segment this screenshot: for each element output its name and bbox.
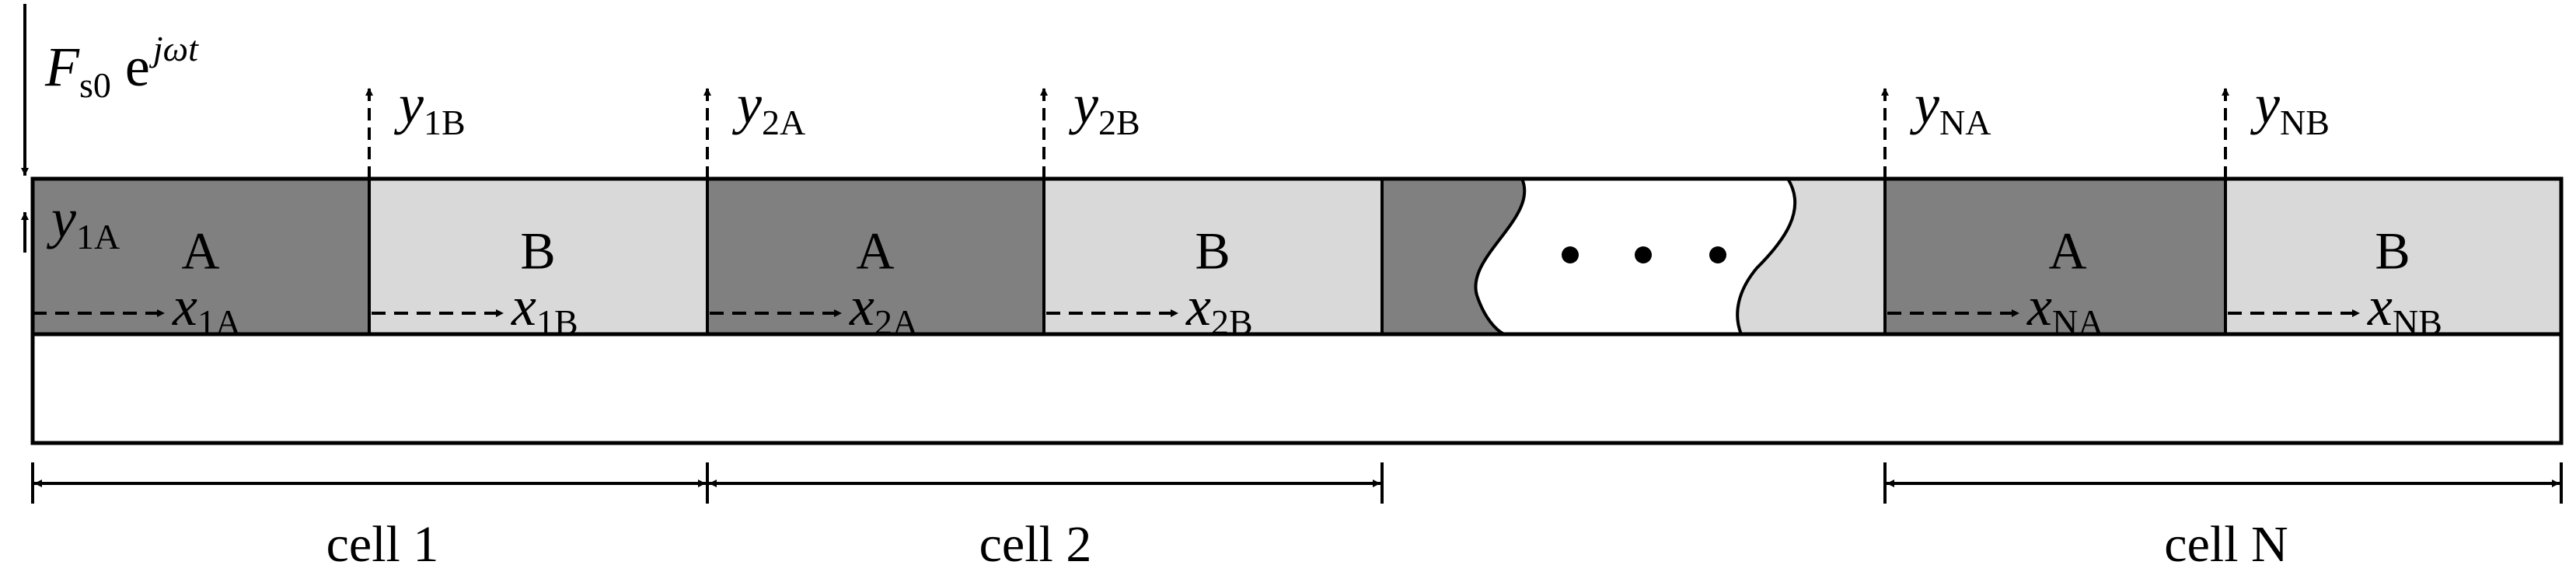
ellipsis-dot-2: [1635, 246, 1652, 263]
x-label-1b: x1B: [511, 275, 578, 342]
y-label-1a: y1A: [46, 187, 120, 256]
y-label-2b: y2B: [1068, 73, 1140, 142]
ellipsis-dot-1: [1562, 246, 1579, 263]
cell-n-segment-a-label: A: [2048, 221, 2086, 281]
x-label-2b: x2B: [1185, 275, 1253, 342]
cell-2-label: cell 2: [979, 516, 1092, 573]
cell-1-segment-b-label: B: [520, 221, 555, 281]
cell-2-segment-b-label: B: [1195, 221, 1230, 281]
force-label: Fs0 ejωt: [44, 29, 199, 105]
x-label-2a: x2A: [849, 275, 918, 342]
x-label-1a: x1A: [172, 275, 241, 342]
y-label-2a: y2A: [731, 73, 805, 142]
cell-2-segment-a: [707, 179, 1044, 334]
force-exp-base: e: [125, 36, 150, 98]
cell-n-label: cell N: [2164, 516, 2288, 573]
y-label-1b: y1B: [393, 73, 466, 142]
cell-n-segment-a: [1885, 179, 2225, 334]
base-strip: [30, 332, 2564, 445]
cell-1-segment-a-label: A: [181, 221, 219, 281]
force-symbol: F: [44, 36, 80, 98]
cell-n-segment-b-label: B: [2375, 221, 2410, 281]
ellipsis-left-torn-section: [1382, 179, 1525, 334]
force-subscript: s0: [79, 65, 111, 105]
y-label-na: yNA: [1909, 73, 1991, 142]
x-label-na: xNA: [2026, 275, 2103, 342]
cell-2-segment-a-label: A: [856, 221, 894, 281]
ellipsis-right-edge: [1736, 177, 1797, 335]
cell-1-segment-b: [369, 179, 707, 334]
x-label-nb: xNB: [2367, 275, 2442, 342]
cell-1-segment-a: [33, 179, 369, 334]
cell-n-segment-b: [2225, 179, 2561, 334]
cell-1-label: cell 1: [326, 516, 439, 573]
ellipsis-right-torn-section: [1737, 179, 1885, 334]
force-exponent: jωt: [149, 29, 199, 68]
cell-2-segment-b: [1044, 179, 1382, 334]
ellipsis-dot-3: [1709, 246, 1726, 263]
ellipsis-left-edge: [1474, 178, 1527, 336]
y-label-nb: yNB: [2250, 73, 2330, 142]
